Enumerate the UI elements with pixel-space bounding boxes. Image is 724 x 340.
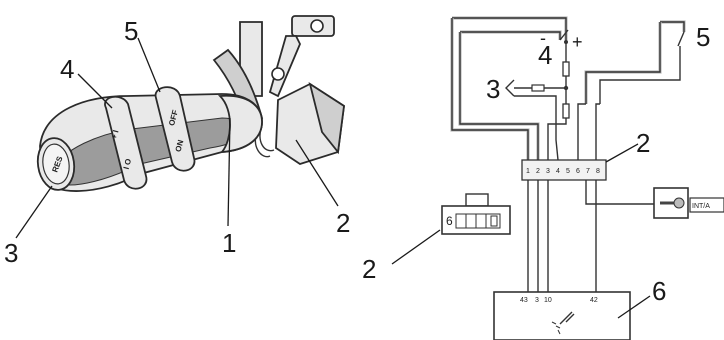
wire-10: 10 bbox=[544, 297, 552, 304]
lever-body bbox=[39, 93, 263, 192]
ignition-key: INT/A bbox=[653, 187, 724, 219]
callout-2-top: 2 bbox=[636, 128, 650, 158]
svg-text:4: 4 bbox=[556, 168, 560, 175]
svg-text:2: 2 bbox=[536, 168, 540, 175]
connector-pin-6: 6 bbox=[446, 214, 453, 228]
connector-strip: 1 2 3 4 5 6 7 8 bbox=[521, 159, 607, 181]
plus-sign: + bbox=[572, 32, 583, 52]
svg-text:1: 1 bbox=[526, 168, 530, 175]
wire-42: 42 bbox=[590, 297, 598, 304]
callout-2-bottom: 2 bbox=[362, 254, 376, 284]
ignition-label: INT/A bbox=[692, 203, 710, 210]
stalk-switch-illustration: RES + I I O OFF ON 1 2 3 4 5 bbox=[4, 15, 350, 268]
mounting-bracket bbox=[239, 15, 335, 98]
ring-off-label: OFF bbox=[167, 109, 180, 127]
off-on-ring: OFF ON bbox=[154, 86, 196, 172]
svg-text:7: 7 bbox=[586, 168, 590, 175]
plus-minus-ring: + I I O bbox=[104, 95, 148, 190]
callout-6: 6 bbox=[652, 276, 666, 306]
control-unit: 43 3 10 42 bbox=[493, 291, 631, 340]
wire-3: 3 bbox=[535, 297, 539, 304]
callout-3-right: 3 bbox=[486, 74, 500, 104]
ring-on-label: ON bbox=[174, 139, 186, 153]
callout-4-left: 4 bbox=[60, 54, 74, 84]
plus-minus-switch: - + bbox=[540, 28, 583, 56]
svg-text:3: 3 bbox=[546, 168, 550, 175]
off-switch bbox=[577, 20, 686, 160]
switch-connector bbox=[254, 82, 345, 165]
callout-5-left: 5 bbox=[124, 16, 138, 46]
svg-text:5: 5 bbox=[566, 168, 570, 175]
callout-4-right: 4 bbox=[538, 40, 552, 70]
svg-text:8: 8 bbox=[596, 168, 600, 175]
resume-button: RES bbox=[36, 137, 76, 191]
wire-43: 43 bbox=[520, 297, 528, 304]
wiring-schematic: - + 1 2 3 bbox=[362, 16, 724, 340]
resume-switch bbox=[505, 79, 566, 161]
ring-minus-label: I O bbox=[122, 158, 133, 171]
harness-connector: 6 bbox=[441, 193, 511, 235]
minus-sign: - bbox=[540, 28, 546, 48]
callout-3-left: 3 bbox=[4, 238, 18, 268]
callout-5-right: 5 bbox=[696, 22, 710, 52]
callout-1: 1 bbox=[222, 228, 236, 258]
callout-2-left: 2 bbox=[336, 208, 350, 238]
svg-text:6: 6 bbox=[576, 168, 580, 175]
ring-plus-label: + I bbox=[109, 129, 120, 140]
